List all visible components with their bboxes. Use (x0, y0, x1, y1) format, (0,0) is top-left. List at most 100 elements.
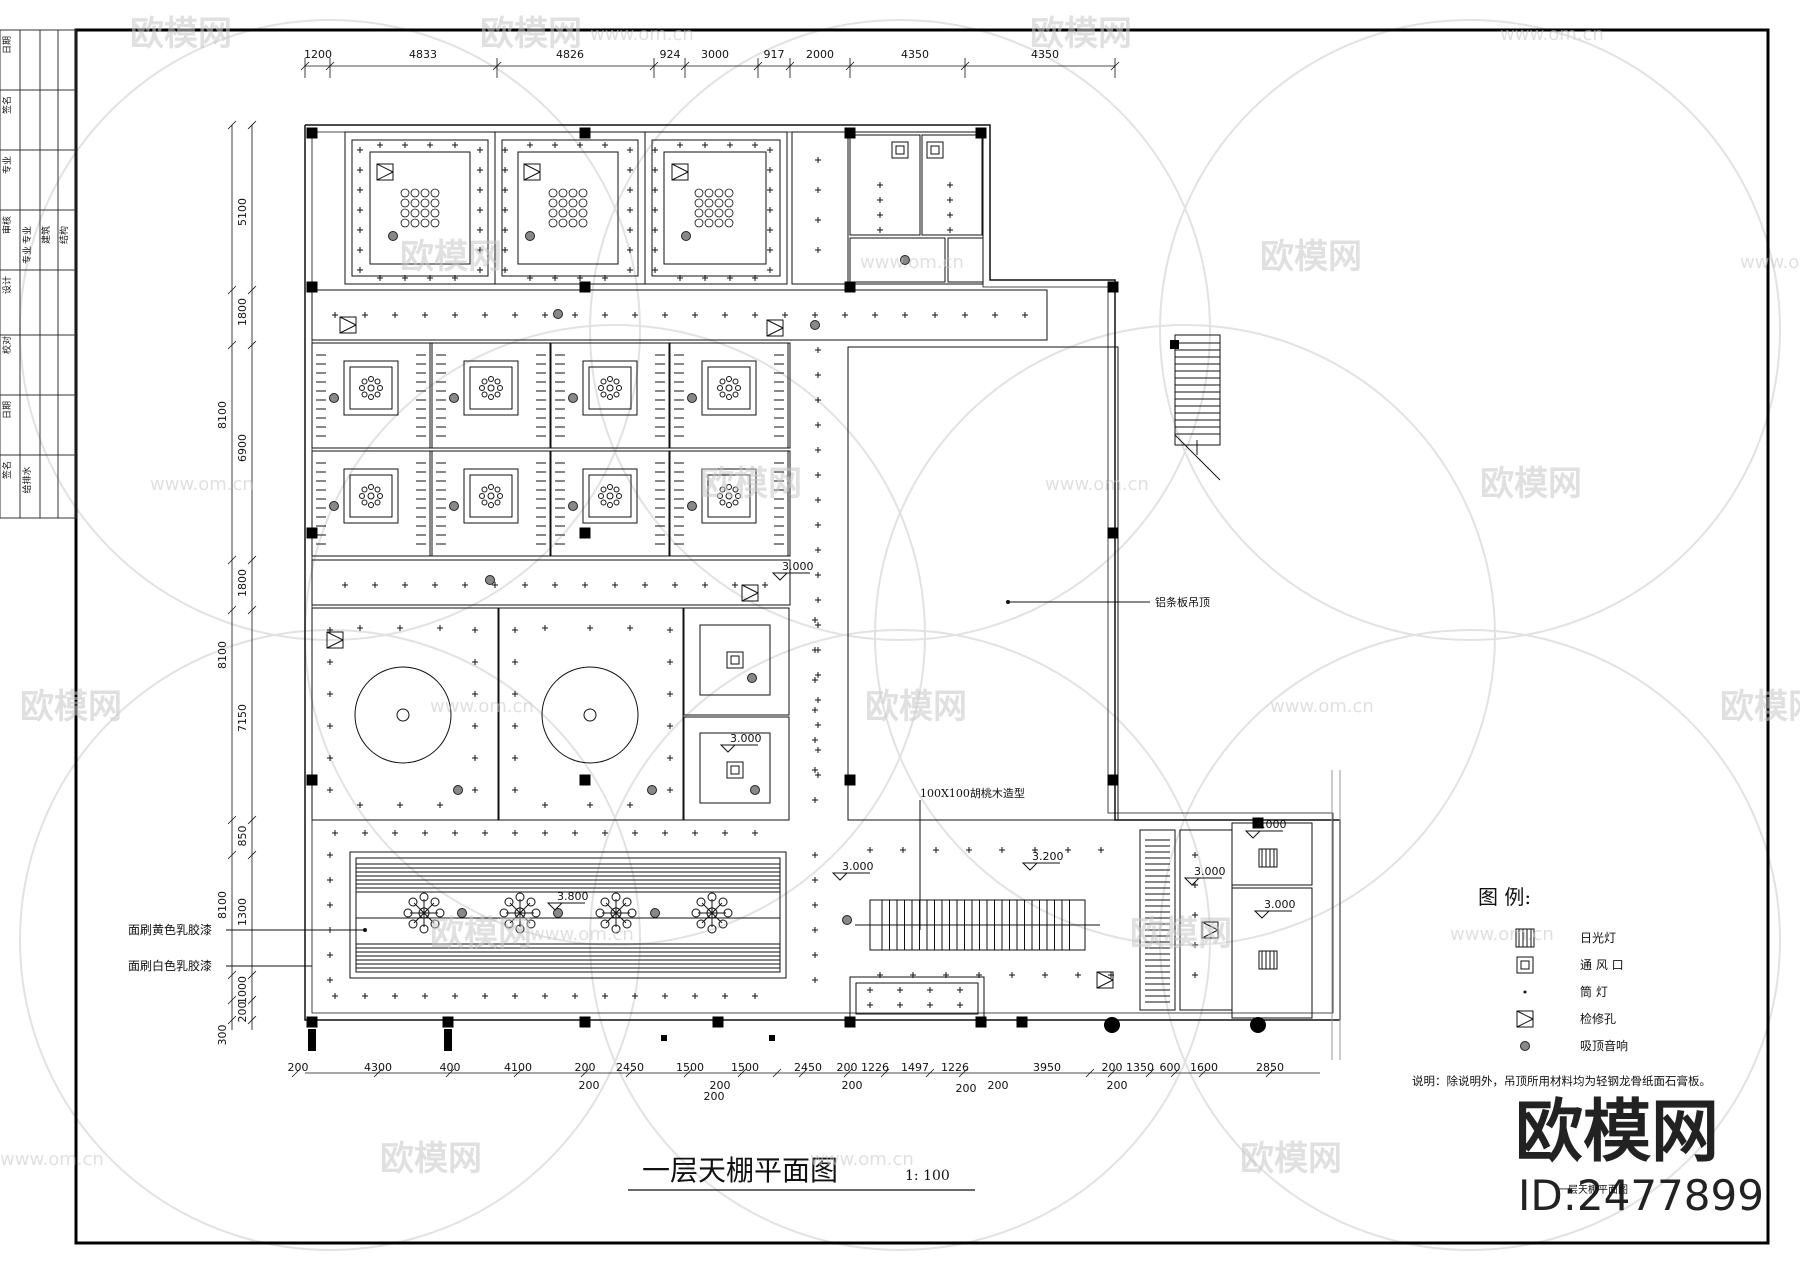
ktv-room (669, 342, 789, 449)
downlight-icon (666, 722, 674, 730)
downlight-icon (811, 951, 819, 959)
chandelier-icon (691, 892, 733, 934)
downlight-icon (326, 876, 334, 884)
dim-tick (880, 1068, 890, 1078)
downlight-icon (1191, 881, 1199, 889)
dim-bottom-label: 2450 (616, 1061, 644, 1074)
dim-top-label: 2000 (806, 48, 834, 61)
downlight-icon (511, 829, 519, 837)
dim-bottom-label: 400 (440, 1061, 461, 1074)
downlight-icon (501, 186, 509, 194)
url-watermark-text: www.om.cn (1500, 24, 1604, 45)
small-post (661, 1035, 667, 1041)
ktv-room (431, 342, 551, 449)
downlight-icon (331, 829, 339, 837)
downlight-icon (611, 581, 619, 589)
downlight-icon (626, 186, 634, 194)
downlight-icon (666, 690, 674, 698)
downlight-icon (956, 1001, 964, 1009)
access-hatch-symbol (1516, 1010, 1534, 1028)
dim-tick (247, 285, 257, 295)
dim-left-label: 6900 (236, 434, 249, 462)
elevation-mark (832, 872, 871, 881)
downlight-icon (651, 146, 659, 154)
downlight-icon (1041, 971, 1049, 979)
chandelier-icon (359, 376, 383, 400)
downlight-icon (471, 722, 479, 730)
column (1107, 774, 1119, 786)
column (844, 774, 856, 786)
brand-watermark-text: 欧模网 (430, 914, 532, 954)
elevation-label: 3.800 (557, 890, 589, 903)
downlight-icon (511, 311, 519, 319)
downlight-icon (661, 311, 669, 319)
legend-title: 图 例: (1478, 885, 1531, 909)
dim-bottom-secondary-label: 200 (988, 1079, 1009, 1092)
downlight-icon (814, 521, 822, 529)
downlight-icon (931, 311, 939, 319)
ceiling-panel-inner (469, 366, 513, 410)
column (844, 127, 856, 139)
brand-watermark-text: 欧模网 (480, 14, 582, 54)
elevation-label: 3.000 (1255, 818, 1287, 831)
access-hatch-icon (671, 163, 689, 181)
downlight-icon (721, 992, 729, 1000)
column (844, 1016, 856, 1028)
downlight-icon (586, 801, 594, 809)
downlight-icon (731, 581, 739, 589)
dim-bottom-secondary-label: 200 (842, 1079, 863, 1092)
dim-bottom-secondary-label: 200 (1107, 1079, 1128, 1092)
downlight-icon (811, 876, 819, 884)
dim-bottom-label: 1226 (861, 1061, 889, 1074)
ceiling-speaker-icon (647, 785, 657, 795)
tube-light-icon (1515, 928, 1535, 948)
ceiling-speaker-icon (650, 908, 660, 918)
downlight-icon (436, 624, 444, 632)
downlight-icon (601, 311, 609, 319)
dim-top-label: 4833 (409, 48, 437, 61)
downlight-icon (526, 141, 534, 149)
downlight-icon (326, 901, 334, 909)
title-block-cell: 结构 (58, 226, 70, 244)
downlight-icon (726, 141, 734, 149)
chandelier-icon (717, 376, 741, 400)
downlight-icon (781, 311, 789, 319)
dim-bottom-label: 200 (288, 1061, 309, 1074)
downlight-icon (471, 786, 479, 794)
dim-tick (247, 850, 257, 860)
label-yellow-paint: 面刷黄色乳胶漆 (128, 922, 212, 937)
downlight-icon (991, 311, 999, 319)
downlight-icon (356, 146, 364, 154)
column (579, 281, 591, 293)
downlight-icon (356, 624, 364, 632)
post (308, 1029, 316, 1051)
downlight-icon (766, 246, 774, 254)
downlight-icon (666, 786, 674, 794)
downlight-icon (436, 801, 444, 809)
ceiling-speaker-icon (842, 915, 852, 925)
chandelier-icon (359, 484, 383, 508)
dim-left-label: 850 (236, 826, 249, 847)
downlight-icon (541, 311, 549, 319)
dim-tick (247, 340, 257, 350)
dim-left-label: 200 (236, 1002, 249, 1023)
downlight-icon (814, 246, 822, 254)
downlight-icon (651, 246, 659, 254)
downlight-icon (814, 496, 822, 504)
downlight-icon (326, 851, 334, 859)
column (1016, 1016, 1028, 1028)
title-block-cell: 审核 (1, 216, 13, 234)
ceiling-speaker-icon (810, 320, 820, 330)
downlight-icon (661, 829, 669, 837)
downlight-icon (814, 771, 822, 779)
ceiling-speaker-icon (681, 231, 691, 241)
downlight-icon (661, 992, 669, 1000)
elevation-mark (1022, 862, 1061, 871)
dim-left-label: 8100 (216, 641, 229, 669)
title-block-cell: 给排水 (21, 466, 33, 493)
dim-bottom-label: 1600 (1190, 1061, 1218, 1074)
small-title-copy: 一层天棚平面图 (1558, 1183, 1628, 1196)
downlight-icon (641, 581, 649, 589)
downlight-icon (626, 624, 634, 632)
downlight-icon (766, 226, 774, 234)
